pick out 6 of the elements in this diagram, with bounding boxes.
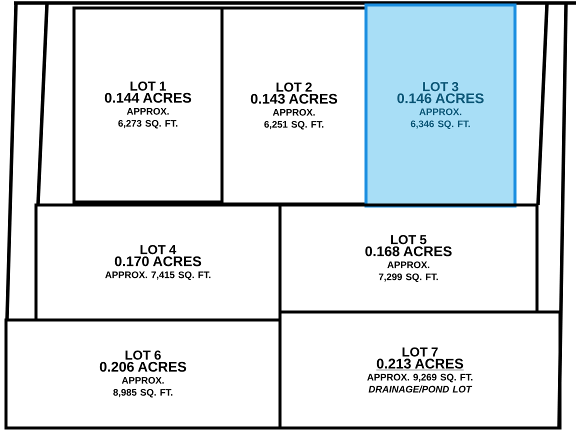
lot-box: LOT 6 0.206 ACRES APPROX. 8,985 SQ. FT.	[4, 318, 282, 430]
lot-box: LOT 1 0.144 ACRES APPROX. 6,273 SQ. FT.	[72, 6, 224, 204]
lot-box: LOT 4 0.170 ACRES APPROX. 7,415 SQ. FT.	[34, 204, 282, 322]
lot-box: LOT 7 0.213 ACRES APPROX. 9,269 SQ. FT. DRAINAGE/POND LOT	[278, 310, 562, 430]
lot-box: LOT 3 0.146 ACRES APPROX. 6,346 SQ. FT.	[364, 4, 516, 208]
lot-box: LOT 5 0.168 ACRES APPROX. 7,299 SQ. FT.	[278, 204, 538, 314]
